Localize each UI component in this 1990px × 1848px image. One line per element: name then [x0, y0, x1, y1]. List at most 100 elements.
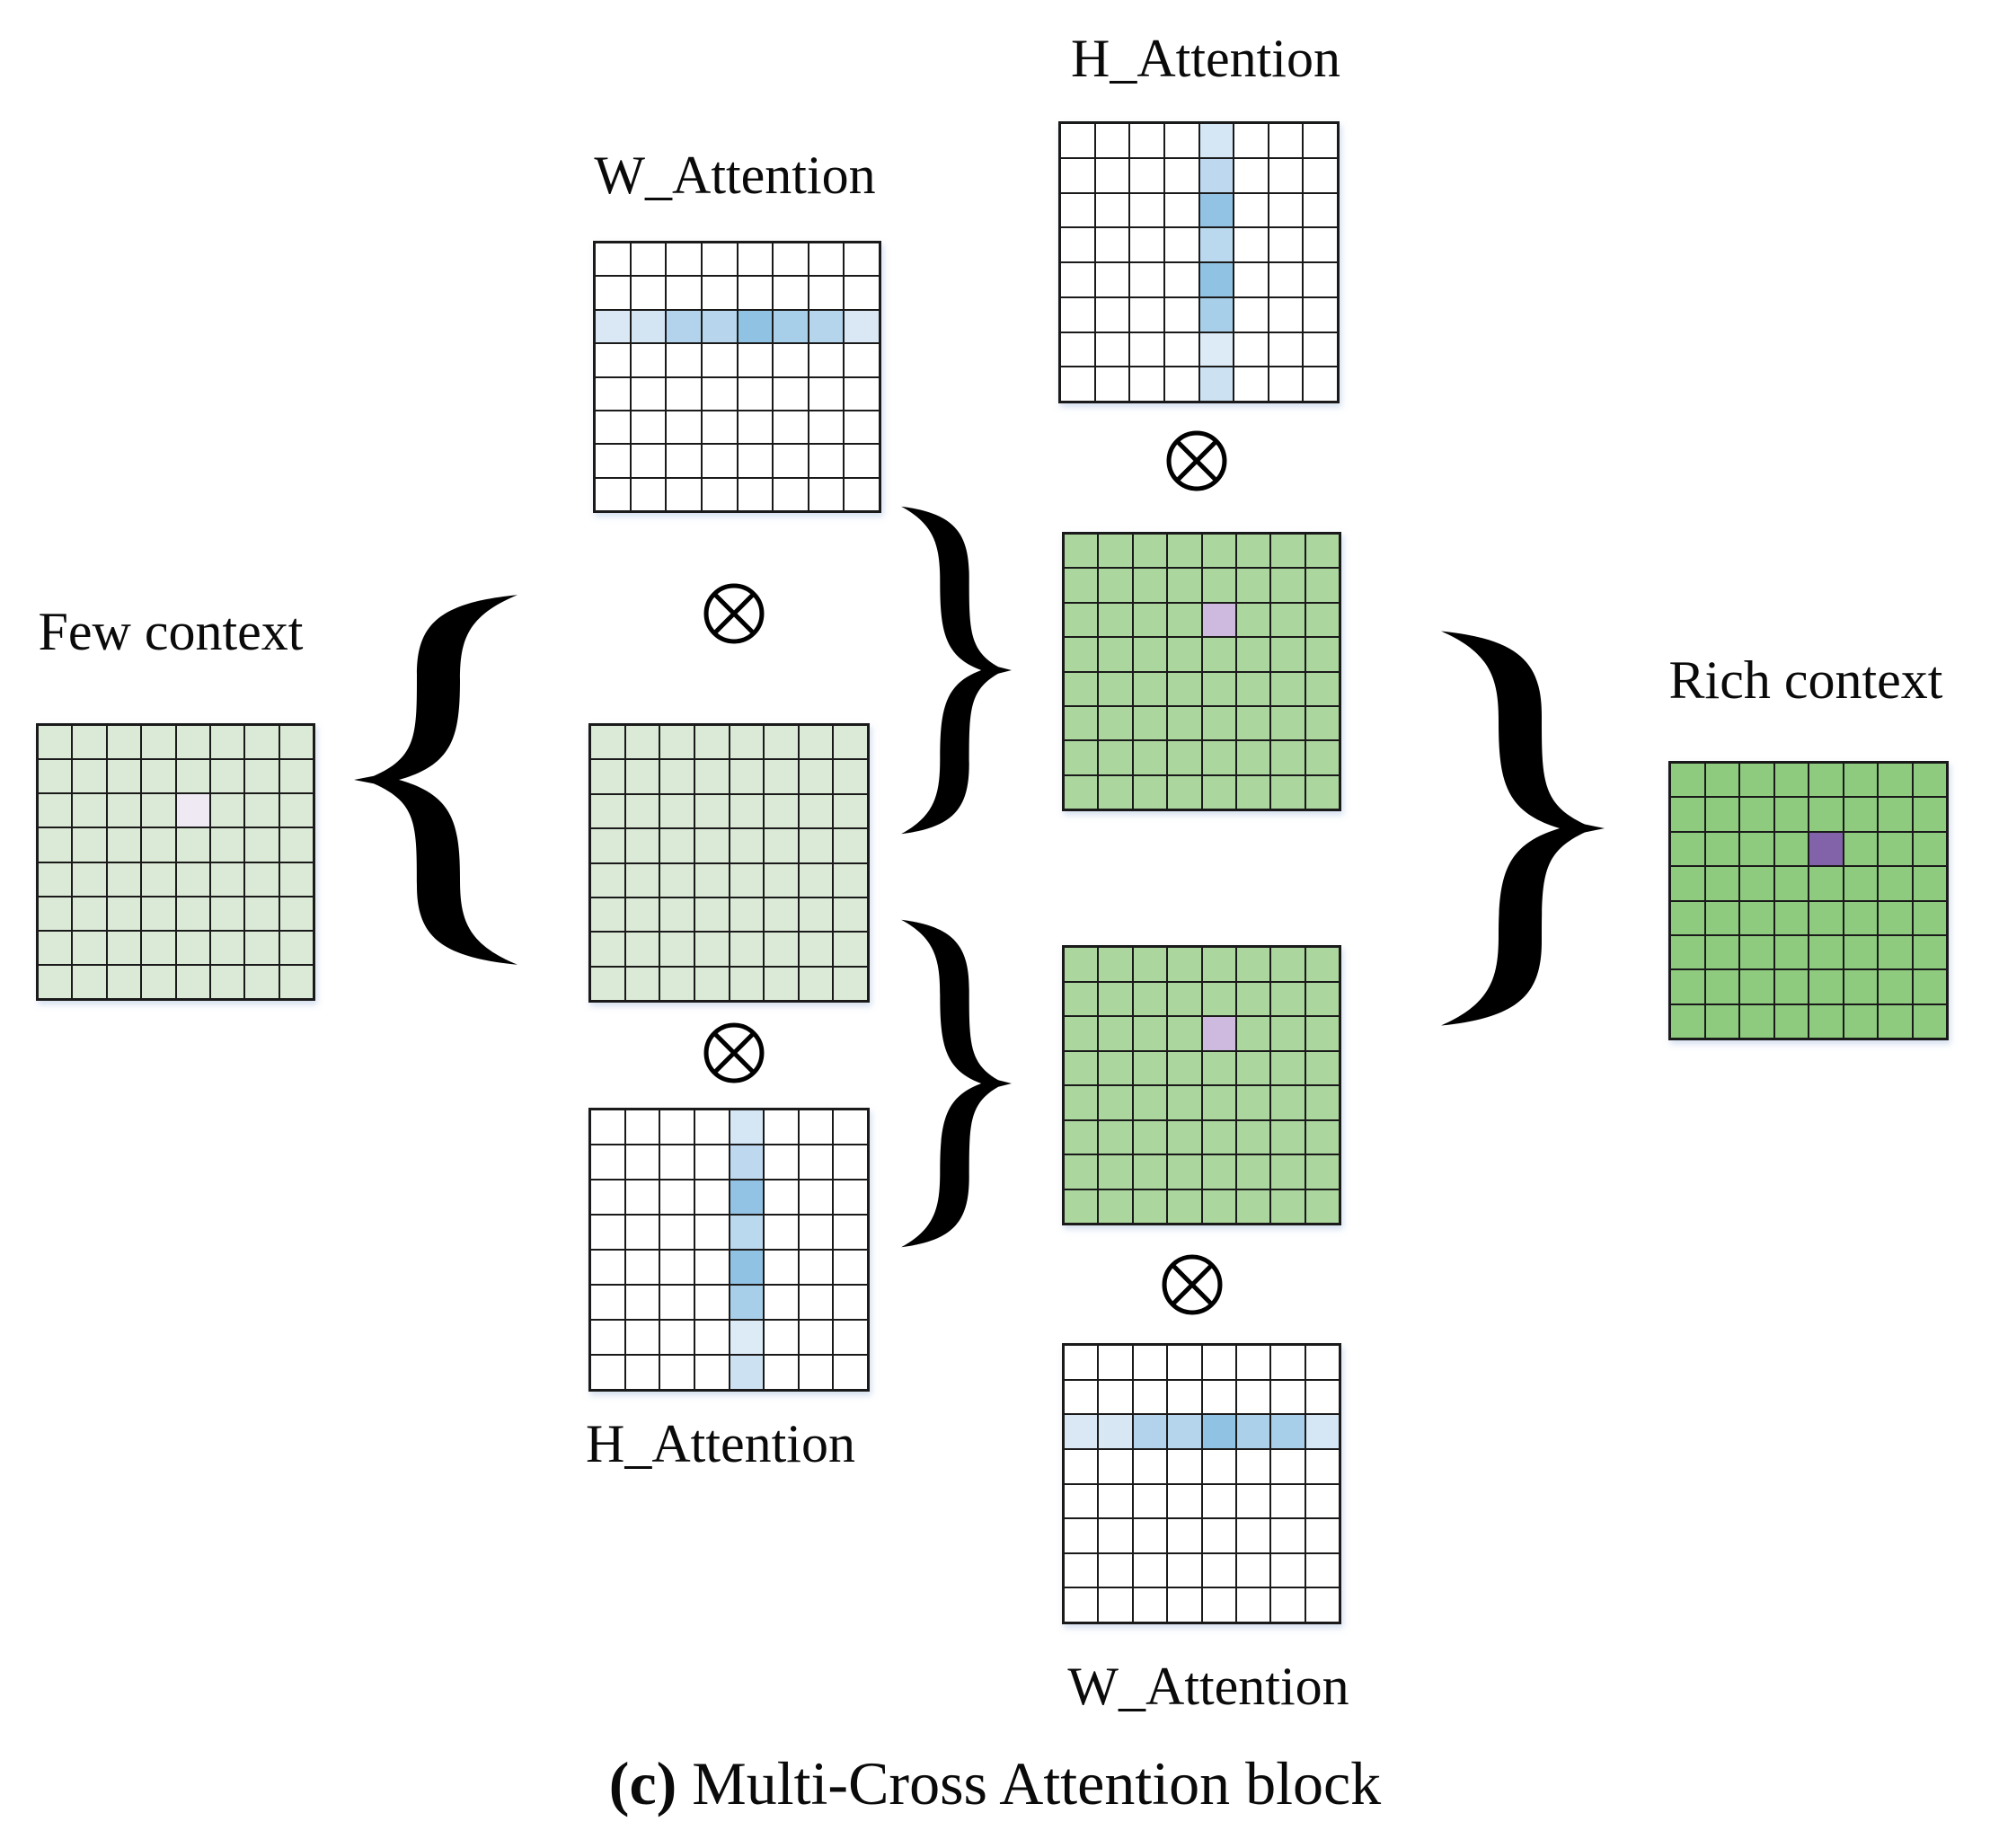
- grid-cell: [1809, 867, 1843, 900]
- grid-cell: [245, 931, 279, 964]
- grid-cell: [625, 726, 659, 759]
- grid-cell: [1065, 569, 1098, 602]
- grid-cell: [596, 243, 630, 276]
- grid-cell: [1202, 1588, 1235, 1622]
- grid-cell: [591, 1110, 624, 1144]
- grid-cell: [694, 933, 729, 966]
- grid-cell: [596, 344, 630, 376]
- grid-cell: [1774, 764, 1808, 797]
- grid-cell: [245, 726, 279, 759]
- grid-cell: [1202, 569, 1235, 602]
- grid-cell: [1236, 775, 1270, 809]
- grid-cell: [1168, 982, 1201, 1015]
- grid-cell: [1202, 1380, 1235, 1414]
- grid-cell: [1065, 706, 1098, 740]
- grid-cell: [1168, 1380, 1201, 1414]
- grid-cell: [702, 344, 737, 376]
- grid-cell: [1271, 1051, 1305, 1084]
- grid-cell: [1705, 935, 1738, 969]
- grid-cell: [1061, 124, 1094, 157]
- grid-cell: [1099, 638, 1132, 671]
- grid-cell: [1168, 1155, 1201, 1189]
- grid-cell: [1234, 367, 1268, 401]
- grid-cell: [694, 897, 729, 932]
- grid-cell: [1099, 1346, 1132, 1379]
- grid-cell: [107, 897, 141, 930]
- grid-cell: [799, 863, 833, 897]
- grid-cell: [1133, 706, 1167, 740]
- grid-cell: [245, 897, 279, 930]
- grid-cell: [591, 863, 624, 897]
- grid-cell: [1740, 901, 1773, 934]
- grid-cell: [738, 377, 773, 410]
- grid-cell: [1269, 297, 1303, 332]
- grid-cell: [39, 862, 72, 896]
- grid-cell: [1271, 1086, 1305, 1119]
- grid-cell: [845, 377, 879, 410]
- grid-cell: [1305, 948, 1339, 981]
- grid-cell: [774, 310, 808, 343]
- grid-cell: [799, 1286, 833, 1319]
- grid-cell: [1202, 1346, 1235, 1379]
- grid-cell: [176, 726, 209, 759]
- grid-cell: [1269, 367, 1303, 401]
- grid-cell: [1065, 1449, 1098, 1483]
- grid-cell: [765, 967, 798, 1000]
- grid-cell: [1774, 901, 1808, 934]
- grid-cell: [591, 794, 624, 828]
- grid-cell: [765, 1321, 798, 1354]
- grid-cell: [596, 445, 630, 477]
- grid-cell: [1879, 970, 1912, 1004]
- grid-cell: [1740, 970, 1773, 1004]
- grid-cell: [694, 1321, 729, 1354]
- grid-cell: [765, 1145, 798, 1179]
- grid-cell: [1168, 1051, 1201, 1084]
- grid-cell: [1671, 901, 1704, 934]
- grid-cell: [774, 377, 808, 410]
- grid-cell: [1065, 1155, 1098, 1189]
- grid-cell: [142, 965, 175, 998]
- grid-cell: [1133, 672, 1167, 705]
- grid-cell: [1099, 672, 1132, 705]
- grid-cell: [1164, 332, 1198, 367]
- grid-cell: [660, 1356, 694, 1389]
- otimes-icon: [1164, 429, 1229, 493]
- grid-cell: [1133, 775, 1167, 809]
- grid-cell: [625, 1145, 659, 1179]
- grid-cell: [1913, 867, 1946, 900]
- grid-cell: [845, 310, 879, 343]
- grid-cell: [1164, 124, 1198, 157]
- grid-cell: [1065, 1415, 1098, 1448]
- grid-cell: [1305, 1120, 1339, 1154]
- grid-cell: [1199, 297, 1234, 332]
- grid-cell: [625, 1321, 659, 1354]
- grid-cell: [279, 828, 313, 862]
- grid-cell: [245, 794, 279, 827]
- grid-cell: [1271, 1346, 1305, 1379]
- grid-cell: [730, 967, 764, 1000]
- grid-cell: [1236, 672, 1270, 705]
- grid-cell: [1168, 672, 1201, 705]
- grid-cell: [591, 1216, 624, 1249]
- grid-cell: [834, 1216, 867, 1249]
- grid-cell: [738, 344, 773, 376]
- grid-cell: [730, 897, 764, 932]
- grid-cell: [1133, 1484, 1167, 1518]
- grid-cell: [1269, 263, 1303, 296]
- grid-cell: [799, 1110, 833, 1144]
- grid-cell: [1304, 193, 1337, 227]
- grid-cell: [1271, 569, 1305, 602]
- grid-cell: [1133, 535, 1167, 568]
- grid-cell: [245, 760, 279, 793]
- grid-cell: [1095, 263, 1129, 296]
- grid-cell: [1774, 867, 1808, 900]
- grid-cell: [1879, 867, 1912, 900]
- grid-cell: [809, 344, 844, 376]
- grid-cell: [1305, 1380, 1339, 1414]
- grid-cell: [799, 1356, 833, 1389]
- grid-cell: [245, 965, 279, 998]
- grid-cell: [1202, 775, 1235, 809]
- grid-cell: [730, 863, 764, 897]
- grid-cell: [1168, 569, 1201, 602]
- grid-cell: [834, 829, 867, 862]
